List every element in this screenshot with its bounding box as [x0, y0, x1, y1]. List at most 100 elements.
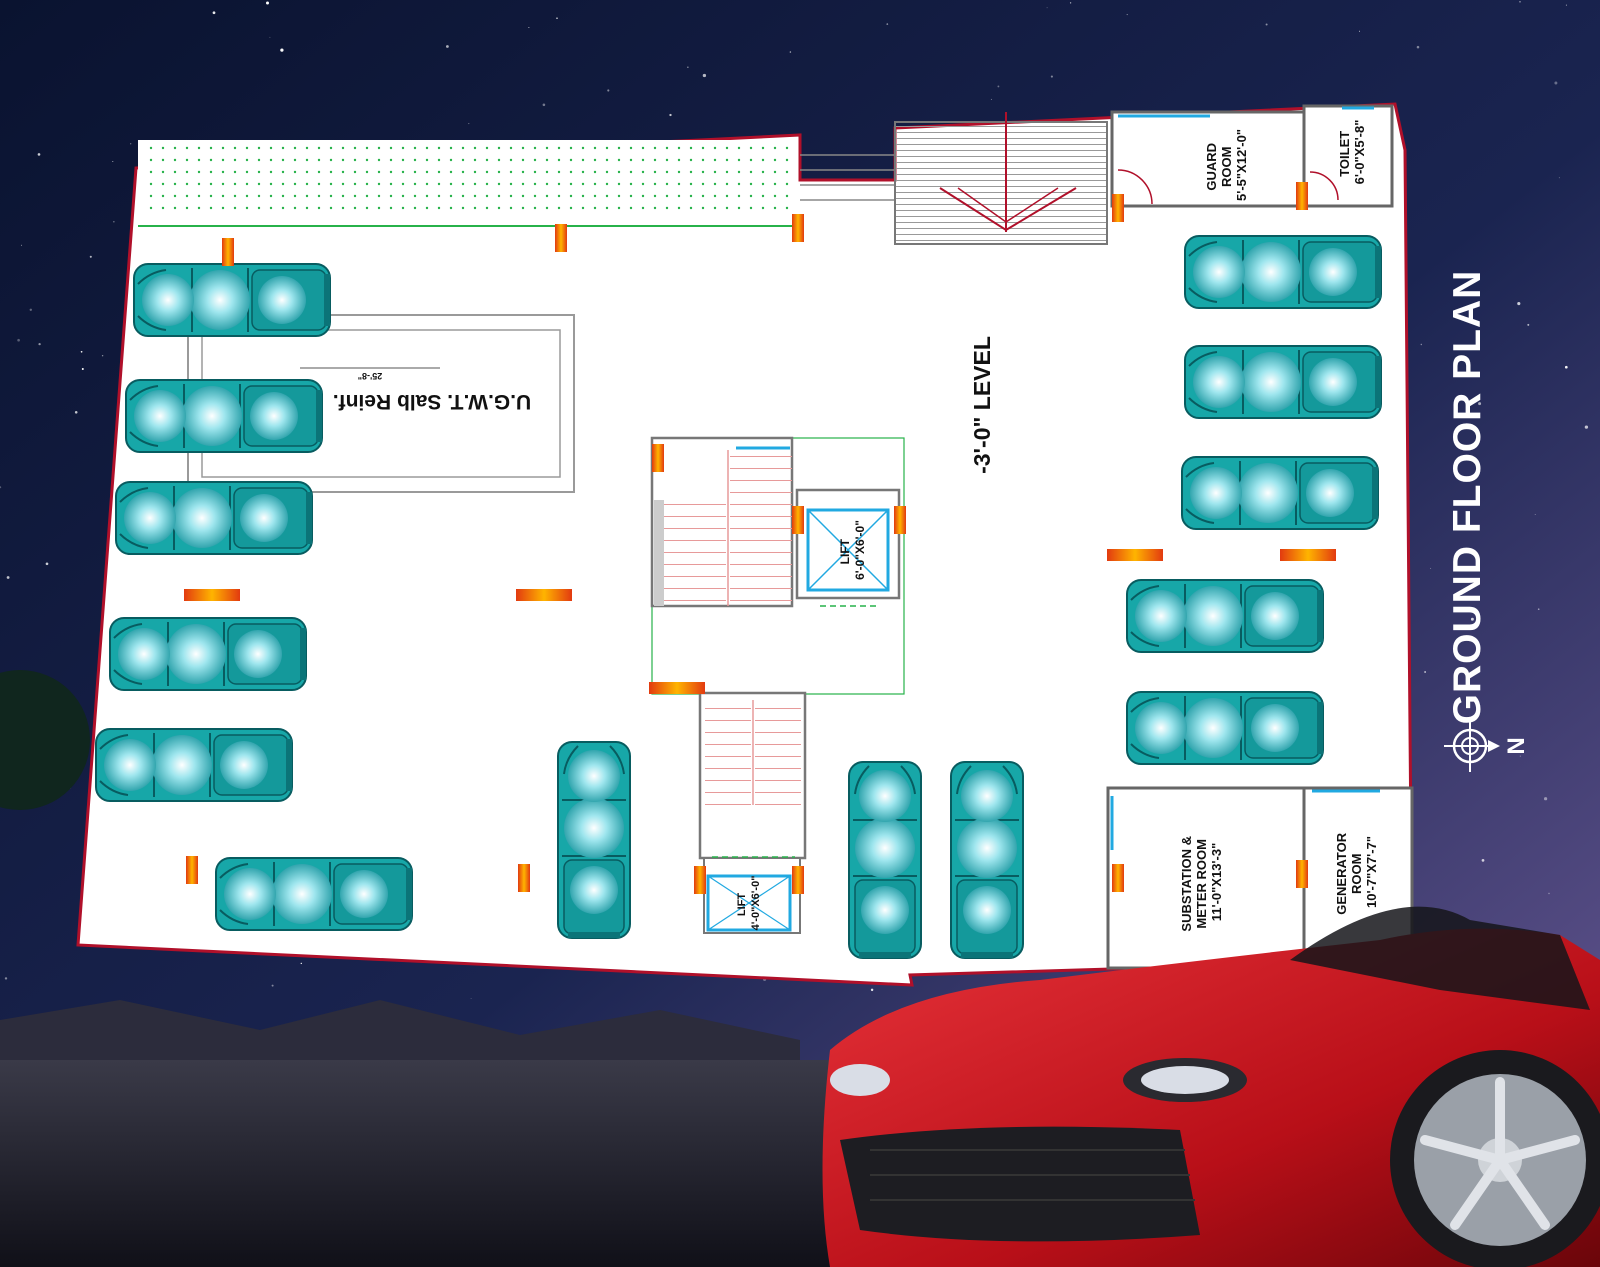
planter-dot [521, 182, 525, 186]
planter-dot [269, 182, 273, 186]
planter-dot [677, 158, 681, 162]
column [1280, 549, 1336, 561]
planter-dot [377, 158, 381, 162]
planter-dot [377, 206, 381, 210]
planter-dot [413, 158, 417, 162]
star [1537, 608, 1540, 611]
planter-dot [509, 206, 513, 210]
planter-dot [569, 194, 573, 198]
planter-dot [545, 146, 549, 150]
planter-dot [653, 170, 657, 174]
planter-dot [581, 158, 585, 162]
planter-dot [521, 158, 525, 162]
north-label: N [1503, 737, 1530, 754]
planter-dot [533, 182, 537, 186]
planter-dot [257, 158, 261, 162]
planter-dot [629, 194, 633, 198]
star [271, 984, 274, 987]
planter-dot [365, 182, 369, 186]
planter-dot [269, 170, 273, 174]
planter-dot [581, 194, 585, 198]
star [280, 48, 284, 52]
planter-dot [701, 206, 705, 210]
planter-dot [221, 194, 225, 198]
star [789, 51, 792, 53]
planter-dot [653, 182, 657, 186]
planter-dot [353, 194, 357, 198]
planter-dot [197, 170, 201, 174]
entrance-steps [800, 154, 895, 201]
planter-dot [269, 194, 273, 198]
planter-dot [305, 194, 309, 198]
planter-dot [149, 158, 153, 162]
planter-dot [173, 146, 177, 150]
svg-text:TOILET 6'-0"X5'-8": TOILET 6'-0"X5'-8" [1337, 120, 1367, 185]
ramp [894, 112, 1108, 245]
star [112, 160, 114, 163]
column [894, 506, 906, 534]
planter-dot [593, 182, 597, 186]
star [1565, 4, 1567, 6]
column [1112, 194, 1124, 222]
column [1296, 182, 1308, 210]
planter-dot [233, 206, 237, 210]
planter-dot [365, 146, 369, 150]
planter-dot [725, 182, 729, 186]
planter-dot [329, 158, 333, 162]
planter-dot [761, 194, 765, 198]
planter-dot [149, 194, 153, 198]
guard-room-word: ROOM [1219, 147, 1234, 187]
planter-dot [509, 146, 513, 150]
planter-dot [509, 170, 513, 174]
planter-dot [569, 182, 573, 186]
planter-dot [413, 182, 417, 186]
svg-text:GENERATOR ROOM 10': GENERATOR ROOM 10'-7"X7'-7" [1334, 829, 1379, 914]
planter-dot [305, 182, 309, 186]
planter-dot [449, 170, 453, 174]
ground [0, 1060, 900, 1267]
planter-dot [557, 194, 561, 198]
car-left-6 [215, 857, 413, 931]
north-compass-icon [1444, 720, 1500, 772]
planter-dot [749, 206, 753, 210]
planter-dot [317, 206, 321, 210]
planter-dot [197, 194, 201, 198]
water-tank: 25'-8" U.G.W.T. Salb Reinf. [187, 314, 575, 493]
planter-dot [701, 182, 705, 186]
star [80, 350, 83, 353]
star [29, 308, 32, 311]
planter-dot [713, 158, 717, 162]
column [518, 864, 530, 892]
planter-dot [281, 206, 285, 210]
planter-dot [533, 194, 537, 198]
planter-dot [785, 146, 789, 150]
star [1069, 2, 1072, 4]
planter-dot [737, 182, 741, 186]
star [528, 27, 530, 28]
planter-dot [497, 206, 501, 210]
planter-dot [641, 206, 645, 210]
star [1519, 0, 1521, 3]
planter-dot [725, 206, 729, 210]
planter-dot [749, 146, 753, 150]
svg-text:LIFT 4'-0"X6'-0": LIFT 4'-0"X6'-0" [736, 876, 762, 931]
planter-dot [197, 182, 201, 186]
planter-dot [485, 146, 489, 150]
planter-dot [581, 170, 585, 174]
star [1050, 75, 1053, 78]
star [1527, 323, 1530, 326]
main-lift-size: 6'-0"X6'-0" [853, 520, 867, 580]
planter-dot [581, 182, 585, 186]
column [792, 506, 804, 534]
planter-dot [269, 206, 273, 210]
planter-dot [545, 158, 549, 162]
svg-text:GUARD ROOM 5'-5"X1: GUARD ROOM 5'-5"X12'-0" [1204, 129, 1249, 201]
planter-dot [665, 170, 669, 174]
star [1554, 81, 1558, 85]
planter-dot [221, 170, 225, 174]
planter-dot [461, 146, 465, 150]
sports-car [822, 906, 1600, 1267]
column [792, 866, 804, 894]
planter-dot [185, 146, 189, 150]
planter-dot [473, 206, 477, 210]
